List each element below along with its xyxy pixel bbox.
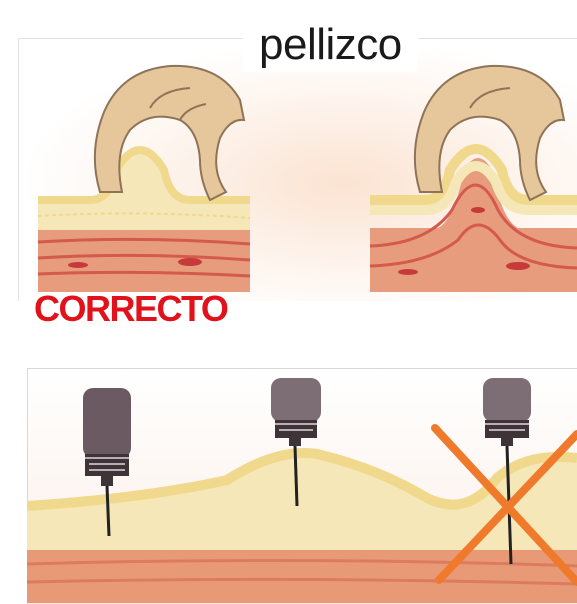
- needle-insertion-illustration: [27, 368, 577, 603]
- muscle-layer: [27, 548, 577, 603]
- pinch-incorrect-illustration: [368, 60, 577, 292]
- muscle-layer: [38, 228, 250, 292]
- pinch-correct-illustration: [30, 60, 260, 292]
- muscle-layer: [370, 158, 577, 292]
- correct-label: CORRECTO: [34, 287, 227, 331]
